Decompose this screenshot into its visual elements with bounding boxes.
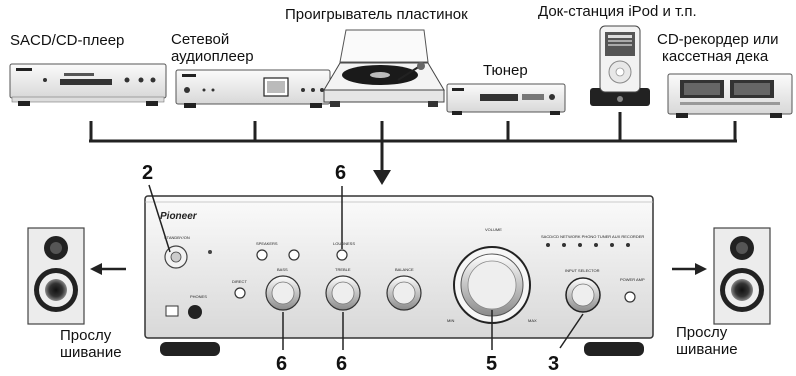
cd-recorder-label-2: кассетная дека	[662, 48, 768, 65]
svg-text:PHONES: PHONES	[190, 294, 207, 299]
loudness-button	[337, 250, 347, 260]
right-speaker-image	[714, 228, 770, 324]
ipod-dock-image	[590, 26, 650, 106]
callout-volume: 5	[486, 353, 497, 376]
cd-recorder-image	[668, 74, 792, 118]
right-speaker-label-2: шивание	[676, 341, 738, 358]
brand-logo: Pioneer	[160, 211, 198, 222]
ipod-dock-label: Док-станция iPod и т.п.	[538, 3, 697, 20]
callout-input-selector: 3	[548, 353, 559, 376]
left-speaker-label-1: Прослу	[60, 327, 111, 344]
svg-text:SPEAKERS: SPEAKERS	[256, 241, 278, 246]
svg-text:TREBLE: TREBLE	[335, 267, 351, 272]
right-speaker-label-1: Прослу	[676, 324, 727, 341]
left-speaker-image	[28, 228, 84, 324]
svg-text:MAX: MAX	[528, 318, 537, 323]
network-player-label-1: Сетевой	[171, 31, 229, 48]
amplifier-image: Pioneer STANDBY/ON SPEAKERS LOUDNESS DIR…	[145, 196, 653, 356]
turntable-label: Проигрыватель пластинок	[285, 6, 468, 23]
callout-loudness: 6	[335, 162, 346, 185]
svg-text:BASS: BASS	[277, 267, 288, 272]
svg-text:SACD/CD NETWORK PHONO TUNER AU: SACD/CD NETWORK PHONO TUNER AUX RECORDER	[541, 234, 644, 239]
tuner-image	[447, 84, 565, 115]
svg-text:STANDBY/ON: STANDBY/ON	[164, 235, 190, 240]
connection-lines	[89, 112, 737, 172]
svg-text:LOUDNESS: LOUDNESS	[333, 241, 355, 246]
callout-standby: 2	[142, 162, 153, 185]
svg-text:INPUT SELECTOR: INPUT SELECTOR	[565, 268, 600, 273]
cd-recorder-label-1: CD-рекордер или	[657, 31, 779, 48]
sacd-player-image	[10, 64, 166, 106]
tuner-label: Тюнер	[483, 62, 528, 79]
network-player-label-2: аудиоплеер	[171, 48, 254, 65]
input-arrow	[373, 170, 391, 185]
svg-text:POWER AMP: POWER AMP	[620, 277, 645, 282]
callout-treble: 6	[336, 353, 347, 376]
network-player-image	[176, 70, 330, 108]
left-speaker-label-2: шивание	[60, 344, 122, 361]
svg-text:BALANCE: BALANCE	[395, 267, 414, 272]
svg-text:VOLUME: VOLUME	[485, 227, 502, 232]
turntable-image	[324, 30, 444, 107]
callout-bass: 6	[276, 353, 287, 376]
sacd-player-label: SACD/CD-плеер	[10, 32, 124, 49]
svg-text:MIN: MIN	[447, 318, 454, 323]
svg-text:DIRECT: DIRECT	[232, 279, 247, 284]
